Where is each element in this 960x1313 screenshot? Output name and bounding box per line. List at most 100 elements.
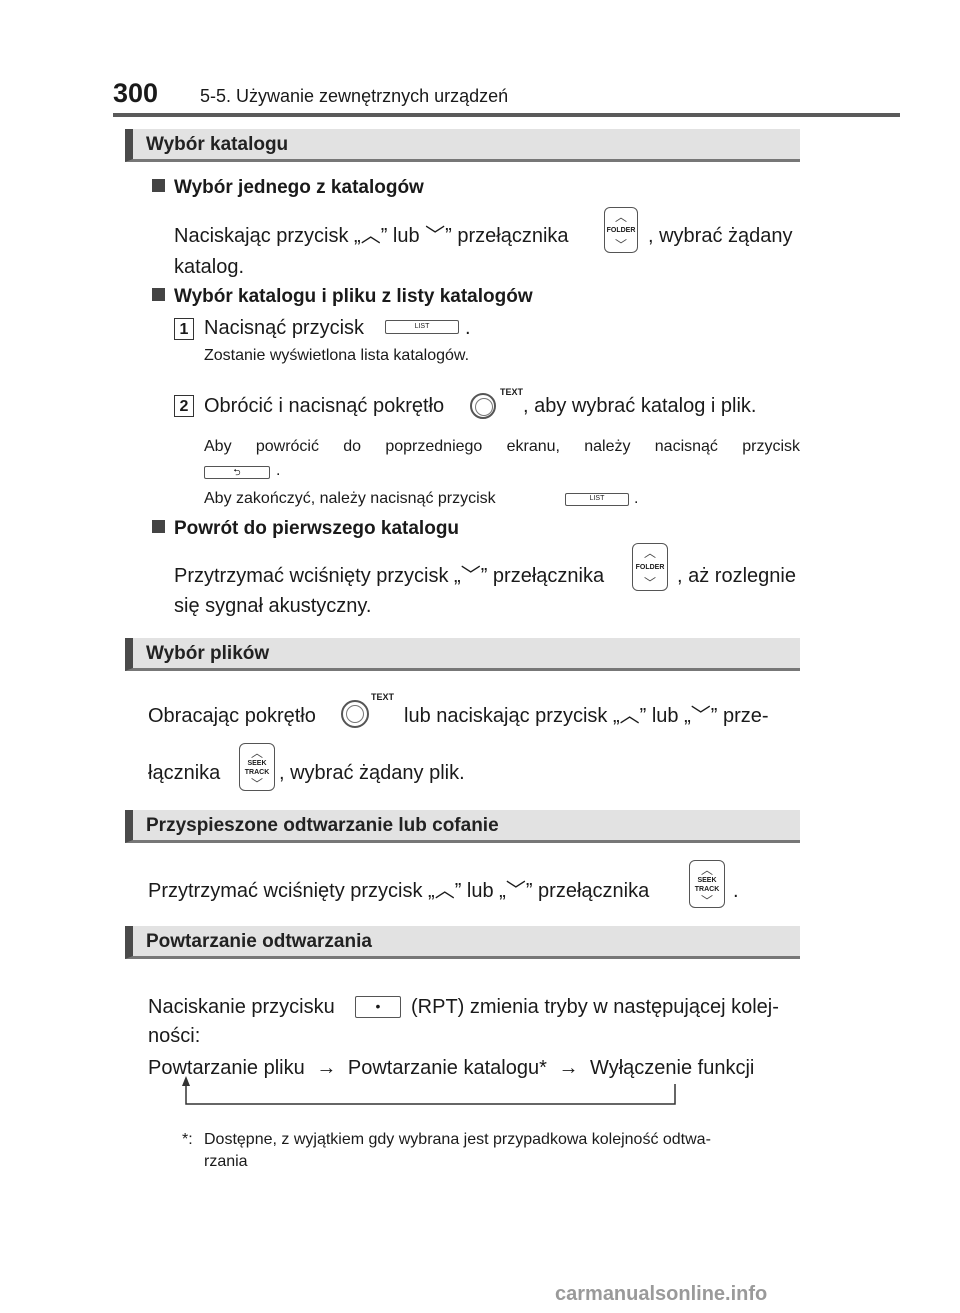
text: . (634, 490, 639, 507)
return-button-icon: ⮌ (204, 466, 270, 479)
text: , aż rozlegnie (677, 565, 796, 587)
header-rule (113, 113, 900, 117)
up-glyph: ︿ (700, 863, 713, 877)
list-button-icon: LIST (385, 320, 459, 334)
sequence-line: Powtarzanie pliku → Powtarzanie katalogu… (148, 1054, 754, 1082)
chapter-title: 5-5. Używanie zewnętrznych urządzeń (200, 86, 509, 106)
text: ” przełącznika (480, 565, 605, 587)
step-text: Obrócić i nacisnąć pokrętło (204, 395, 445, 417)
text-label: TEXT (371, 692, 395, 702)
sequence-item: Powtarzanie pliku (148, 1057, 305, 1079)
text: łącznika (148, 762, 221, 784)
text: ” lub „ (454, 880, 506, 902)
bullet-square-icon (152, 520, 165, 533)
text: ” lub (380, 225, 426, 247)
text: Naciskając przycisk „ (174, 225, 361, 247)
list-button-icon: LIST (565, 493, 629, 506)
text: . (276, 462, 281, 479)
track-label: TRACK (244, 769, 270, 776)
down-arrow-icon: ﹀ (460, 565, 481, 587)
subheading-one-catalog: Wybór jednego z katalogów (152, 177, 424, 199)
section-title: Przyspieszone odtwarzanie lub cofanie (146, 815, 499, 836)
seek-track-switch-icon: ︿ SEEK TRACK ﹀ (239, 743, 275, 791)
down-glyph: ﹀ (250, 777, 263, 791)
sequence-item: Wyłączenie funkcji (590, 1057, 755, 1079)
text: (RPT) zmienia tryby w następującej kolej… (411, 996, 779, 1018)
down-glyph: ﹀ (700, 894, 713, 908)
up-glyph: ︿ (643, 546, 656, 560)
step-note: Aby zakończyć, należy nacisnąć przycisk (204, 490, 496, 507)
text: lub naciskając przycisk „ (404, 705, 620, 727)
step-note: Zostanie wyświetlona lista katalogów. (204, 347, 470, 364)
track-label: TRACK (694, 886, 720, 893)
text: katalog. (174, 256, 245, 278)
footnote-text: rzania (204, 1153, 248, 1170)
text-label: TEXT (500, 387, 524, 397)
subheading-text: Wybór katalogu i pliku z listy katalogów (174, 286, 533, 307)
subheading-first-catalog: Powrót do pierwszego katalogu (152, 518, 459, 540)
section-header-fast: Przyspieszone odtwarzanie lub cofanie (125, 810, 800, 843)
seek-label: SEEK (247, 760, 267, 767)
subheading-list: Wybór katalogu i pliku z listy katalogów (152, 286, 533, 308)
knob-icon (470, 393, 496, 419)
section-title: Powtarzanie odtwarzania (146, 931, 372, 952)
step-number: 2 (174, 395, 194, 417)
section-header-catalog: Wybór katalogu (125, 129, 800, 162)
text: się sygnał akustyczny. (174, 595, 372, 617)
up-glyph: ︿ (250, 746, 263, 760)
text: Przytrzymać wciśnięty przycisk „ (174, 565, 461, 587)
folder-switch-icon: ︿ FOLDER ﹀ (632, 543, 668, 591)
down-glyph: ﹀ (643, 576, 656, 590)
step-note: Aby powrócić do poprzedniego ekranu, nal… (204, 438, 800, 455)
text: ” prze- (710, 705, 769, 727)
text-line: lub naciskając przycisk „︿” lub „﹀” prze… (404, 702, 800, 730)
arrow-icon: → (558, 1057, 579, 1079)
footnote-mark: *: (182, 1131, 193, 1148)
text: , wybrać żądany plik. (279, 762, 465, 784)
text: ” lub „ (639, 705, 691, 727)
text: ” przełącznika (445, 225, 569, 247)
section-title: Wybór plików (146, 643, 270, 664)
section-header-files: Wybór plików (125, 638, 800, 671)
down-arrow-icon: ﹀ (690, 705, 711, 727)
bullet-square-icon (152, 179, 165, 192)
watermark: carmanualsonline.info (555, 1283, 768, 1305)
folder-label: FOLDER (606, 227, 636, 234)
text: . (465, 317, 471, 339)
text-line: Naciskając przycisk „︿” lub ﹀” przełączn… (174, 222, 569, 250)
seek-track-switch-icon: ︿ SEEK TRACK ﹀ (689, 860, 725, 908)
arrow-icon: → (316, 1057, 337, 1079)
up-arrow-icon: ︿ (360, 225, 381, 247)
sequence-item: Powtarzanie katalogu* (347, 1057, 547, 1079)
seek-label: SEEK (697, 877, 717, 884)
step-number: 1 (174, 318, 194, 340)
bullet-square-icon (152, 288, 165, 301)
loop-arrow-icon (182, 1076, 676, 1105)
step-text: Nacisnąć przycisk (204, 317, 365, 339)
up-glyph: ︿ (614, 210, 627, 224)
footnote-text: Dostępne, z wyjątkiem gdy wybrana jest p… (204, 1131, 711, 1148)
down-arrow-icon: ﹀ (425, 225, 446, 247)
section-header-repeat: Powtarzanie odtwarzania (125, 926, 800, 959)
text: ” przełącznika (525, 880, 650, 902)
text: Naciskanie przycisku (148, 996, 335, 1018)
knob-icon (341, 700, 369, 728)
rpt-button-icon: • (355, 996, 401, 1018)
up-arrow-icon: ︿ (434, 880, 455, 902)
step-text: , aby wybrać katalog i plik. (523, 395, 757, 417)
folder-switch-icon: ︿ FOLDER ﹀ (604, 207, 638, 253)
subheading-text: Powrót do pierwszego katalogu (174, 518, 460, 539)
text: ności: (148, 1025, 201, 1047)
text: , wybrać żądany (648, 225, 793, 247)
page-number: 300 (113, 78, 159, 108)
down-glyph: ﹀ (614, 238, 627, 252)
subheading-text: Wybór jednego z katalogów (174, 177, 424, 198)
text: Obracając pokrętło (148, 705, 316, 727)
folder-label: FOLDER (635, 564, 665, 571)
text-line: Przytrzymać wciśnięty przycisk „﹀” przeł… (174, 562, 604, 590)
text: . (733, 880, 739, 902)
text-line: Przytrzymać wciśnięty przycisk „︿” lub „… (148, 877, 649, 905)
text: Przytrzymać wciśnięty przycisk „ (148, 880, 435, 902)
down-arrow-icon: ﹀ (505, 880, 526, 902)
section-title: Wybór katalogu (146, 134, 289, 155)
